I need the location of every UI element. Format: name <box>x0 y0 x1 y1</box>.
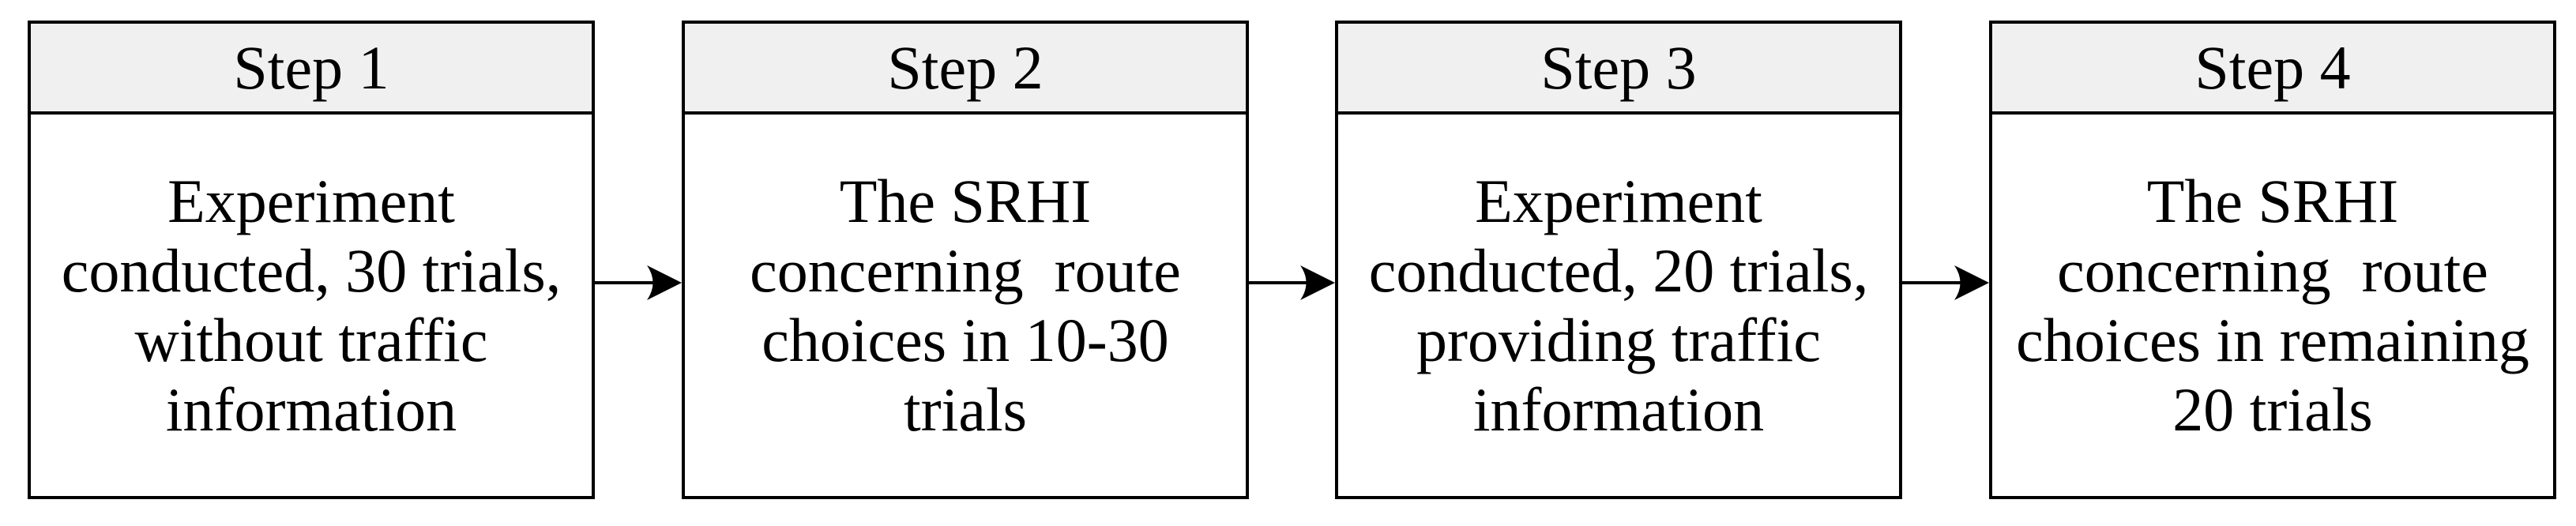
step-4-box: Step 4 The SRHI concerning route choices… <box>1989 21 2556 499</box>
flow-arrow-1 <box>595 265 682 300</box>
step-2-body-line: trials <box>904 374 1027 444</box>
flow-arrow-2 <box>1249 265 1335 300</box>
step-4-header: Step 4 <box>1992 24 2553 115</box>
arrow-line <box>1902 281 1978 284</box>
step-3-body-line: providing traffic <box>1416 305 1821 374</box>
step-1-body-line: information <box>165 374 457 444</box>
step-1-body: Experiment conducted, 30 trials, without… <box>31 115 592 496</box>
step-2-body-line: concerning route <box>750 235 1181 305</box>
step-3-body-line: information <box>1472 374 1765 444</box>
step-1-body-line: conducted, 30 trials, <box>61 235 562 305</box>
step-3-body: Experiment conducted, 20 trials, providi… <box>1338 115 1899 496</box>
arrow-line <box>595 281 671 284</box>
step-2-title: Step 2 <box>887 32 1044 102</box>
arrow-right-icon <box>647 265 682 300</box>
step-1-body-line: Experiment <box>167 166 455 235</box>
step-2-box: Step 2 The SRHI concerning route choices… <box>682 21 1249 499</box>
step-2-header: Step 2 <box>685 24 1246 115</box>
step-2-body-line: choices in 10-30 <box>762 305 1169 374</box>
step-1-title: Step 1 <box>233 32 389 102</box>
step-4-body: The SRHI concerning route choices in rem… <box>1992 115 2553 496</box>
step-2-body: The SRHI concerning route choices in 10-… <box>685 115 1246 496</box>
step-2-body-line: The SRHI <box>839 166 1092 235</box>
step-4-title: Step 4 <box>2194 32 2351 102</box>
arrow-right-icon <box>1954 265 1989 300</box>
step-3-title: Step 3 <box>1540 32 1697 102</box>
step-3-header: Step 3 <box>1338 24 1899 115</box>
step-1-body-line: without traffic <box>134 305 488 374</box>
step-3-box: Step 3 Experiment conducted, 20 trials, … <box>1335 21 1902 499</box>
step-3-body-line: Experiment <box>1475 166 1762 235</box>
step-1-box: Step 1 Experiment conducted, 30 trials, … <box>28 21 595 499</box>
step-4-body-line: choices in remaining <box>2016 305 2529 374</box>
step-3-body-line: conducted, 20 trials, <box>1368 235 1869 305</box>
step-4-body-line: concerning route <box>2057 235 2488 305</box>
step-1-header: Step 1 <box>31 24 592 115</box>
arrow-line <box>1249 281 1324 284</box>
step-4-body-line: The SRHI <box>2146 166 2399 235</box>
step-4-body-line: 20 trials <box>2172 374 2373 444</box>
arrow-right-icon <box>1300 265 1335 300</box>
flow-arrow-3 <box>1902 265 1989 300</box>
